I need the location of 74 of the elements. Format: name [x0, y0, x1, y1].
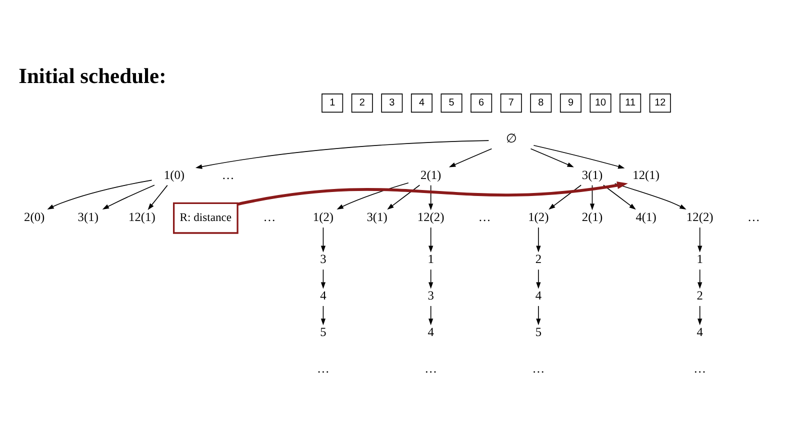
arrow: [533, 144, 625, 168]
arrow: [530, 148, 574, 167]
node-text: 1(0): [164, 167, 185, 182]
node-text: 1(2): [312, 210, 334, 224]
node-text: 12(1): [128, 210, 156, 224]
arrow: [195, 140, 490, 168]
arrow: [590, 184, 595, 210]
node-box: 3: [381, 93, 403, 112]
label: …: [424, 360, 438, 375]
arrow: [320, 268, 326, 288]
node-text: ∅: [506, 130, 516, 145]
label: …: [747, 210, 760, 224]
arrow: [536, 305, 541, 325]
node-box: 5: [440, 93, 462, 112]
node-text: 3(1): [78, 210, 98, 224]
arrow: [320, 305, 326, 325]
node-box: 2: [351, 93, 373, 112]
node-text: 12(1): [632, 167, 660, 182]
label: …: [694, 360, 706, 375]
arrow: [336, 182, 409, 209]
node-text: 2(0): [24, 210, 45, 224]
node-text: 12(2): [417, 210, 444, 224]
node-text: 1: [428, 252, 434, 266]
diagram-title: Initial schedule:: [18, 64, 166, 88]
node-box: 10: [590, 93, 612, 112]
node-text: 2: [535, 252, 542, 266]
arrow: [698, 268, 702, 288]
arrow: [387, 184, 420, 210]
node-box: 1: [322, 93, 344, 112]
node-text: 4: [428, 324, 434, 339]
arrow: [536, 226, 541, 252]
node-text: 4: [535, 288, 542, 302]
arrow: [428, 305, 434, 325]
node-box: 7: [500, 93, 522, 112]
arrow: [428, 268, 434, 288]
node-text: 3(1): [366, 210, 388, 224]
node-box: 8: [530, 93, 552, 112]
node-text: 1(2): [528, 210, 549, 224]
node-box: 4: [410, 93, 432, 112]
arrow: [614, 182, 686, 209]
node-text: 4(1): [636, 210, 656, 224]
node-text: 5: [320, 324, 326, 339]
arrow: [448, 148, 492, 167]
label: …: [317, 360, 330, 375]
node-box: 11: [620, 93, 642, 112]
node-box: 6: [470, 93, 492, 112]
node-text: 3: [320, 252, 326, 266]
node-text: 2(1): [582, 210, 603, 224]
arrow: [428, 184, 434, 210]
node-text: 2(1): [420, 167, 442, 182]
arrow: [320, 226, 326, 252]
arrow: [698, 305, 702, 325]
arrow: [602, 184, 636, 210]
node-box: 12: [649, 93, 671, 112]
node-text: 2: [696, 288, 703, 302]
arrow: [698, 226, 702, 252]
label: …: [263, 210, 276, 224]
node-box: 9: [560, 93, 582, 112]
node-text: 4: [696, 324, 703, 339]
arrow: [148, 184, 168, 210]
node-text: 3(1): [582, 167, 603, 182]
node-text: 4: [320, 288, 326, 302]
node-text: 3: [428, 288, 434, 302]
label: …: [532, 360, 545, 375]
arrow: [102, 184, 155, 209]
label: …: [222, 167, 234, 182]
node-text: 12(2): [686, 210, 714, 224]
arrow: [536, 268, 541, 288]
node-text: 5: [535, 324, 542, 339]
arrow: [47, 179, 152, 210]
arrow: [428, 226, 434, 252]
node-box: R: distance: [172, 202, 238, 234]
label: …: [478, 210, 491, 224]
node-text: 1: [696, 252, 703, 266]
